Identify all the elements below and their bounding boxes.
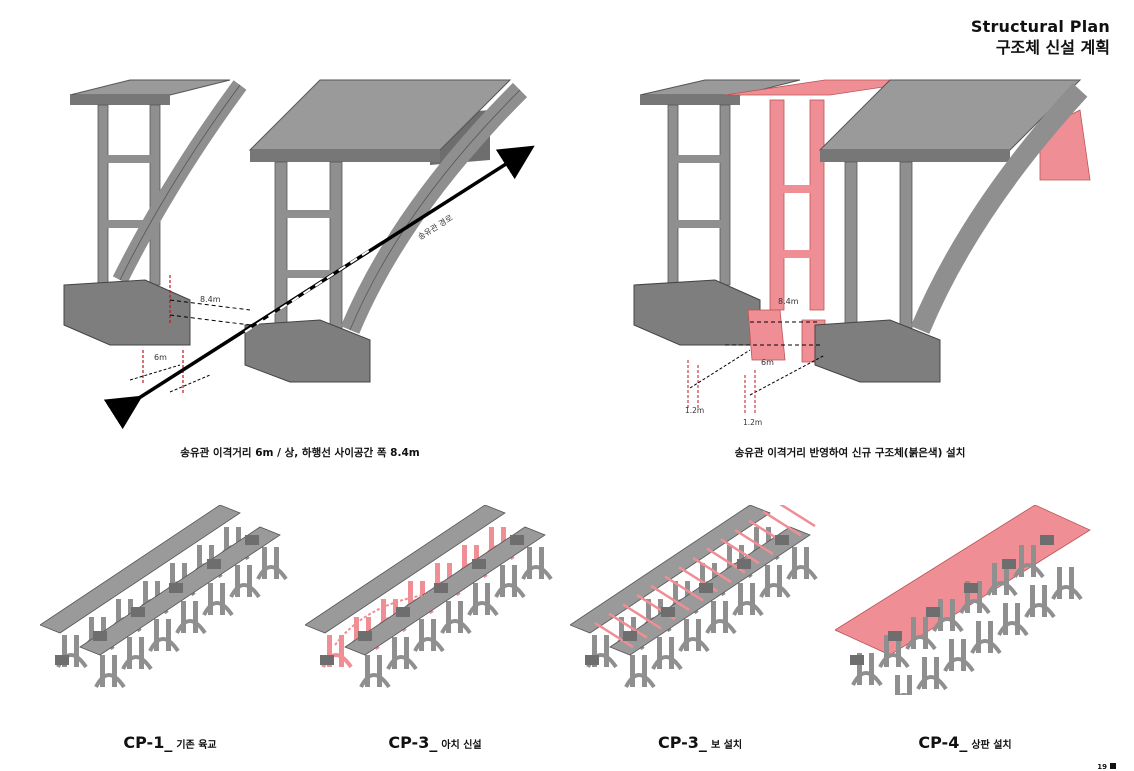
phase-code: CP-3_ xyxy=(388,733,438,752)
new-structure xyxy=(724,79,1091,363)
title-block: Structural Plan 구조체 신설 계획 xyxy=(971,16,1110,59)
phase-thumbnail xyxy=(305,505,553,689)
left-caption: 송유관 이격거리 6m / 상, 하행선 사이공간 폭 8.4m xyxy=(180,447,420,459)
title-korean: 구조체 신설 계획 xyxy=(995,38,1110,57)
right-iso-view: 8.4m 6m 1.2m 1.2m xyxy=(633,79,1091,427)
phase-desc: 상판 설치 xyxy=(971,740,1012,751)
right-caption: 송유관 이격거리 반영하여 신규 구조체(붉은색) 설치 xyxy=(734,447,966,459)
phase-thumbnail xyxy=(570,505,818,689)
page-number: 19 xyxy=(1097,763,1116,771)
phase-code: CP-1_ xyxy=(123,733,173,752)
phase-desc: 아치 신설 xyxy=(441,740,482,751)
phase-label: CP-3_아치 신설 xyxy=(345,733,525,752)
phase-label: CP-4_상판 설치 xyxy=(875,733,1055,752)
left-dim-pipe: 6m xyxy=(154,353,167,362)
right-dim-a: 1.2m xyxy=(685,406,704,415)
pipe-route-arrow xyxy=(103,145,535,430)
phase-label: CP-3_보 설치 xyxy=(610,733,790,752)
left-column-1 xyxy=(97,104,109,286)
right-column-2 xyxy=(329,161,343,333)
phase-desc: 기존 육교 xyxy=(176,740,217,751)
right-dim-b: 1.2m xyxy=(743,418,762,427)
title-english: Structural Plan xyxy=(970,17,1110,36)
phase-thumbnail xyxy=(835,505,1091,695)
left-iso-view: 8.4m 6m 송유관 경로 xyxy=(63,79,535,430)
phase-thumbnail xyxy=(40,505,288,689)
phase-code: CP-3_ xyxy=(657,733,707,752)
deck-slab xyxy=(835,505,1091,656)
left-deck xyxy=(69,79,231,96)
left-arch xyxy=(112,80,247,284)
right-dim-gap: 8.4m xyxy=(778,297,799,306)
phase-label: CP-1_기존 육교 xyxy=(80,733,260,752)
page-marker-icon xyxy=(1110,763,1116,769)
left-footing xyxy=(63,279,191,346)
phase-code: CP-4_ xyxy=(918,733,968,752)
phase-desc: 보 설치 xyxy=(710,740,743,751)
left-dim-gap: 8.4m xyxy=(200,295,221,304)
right-dim-pipe: 6m xyxy=(761,358,774,367)
